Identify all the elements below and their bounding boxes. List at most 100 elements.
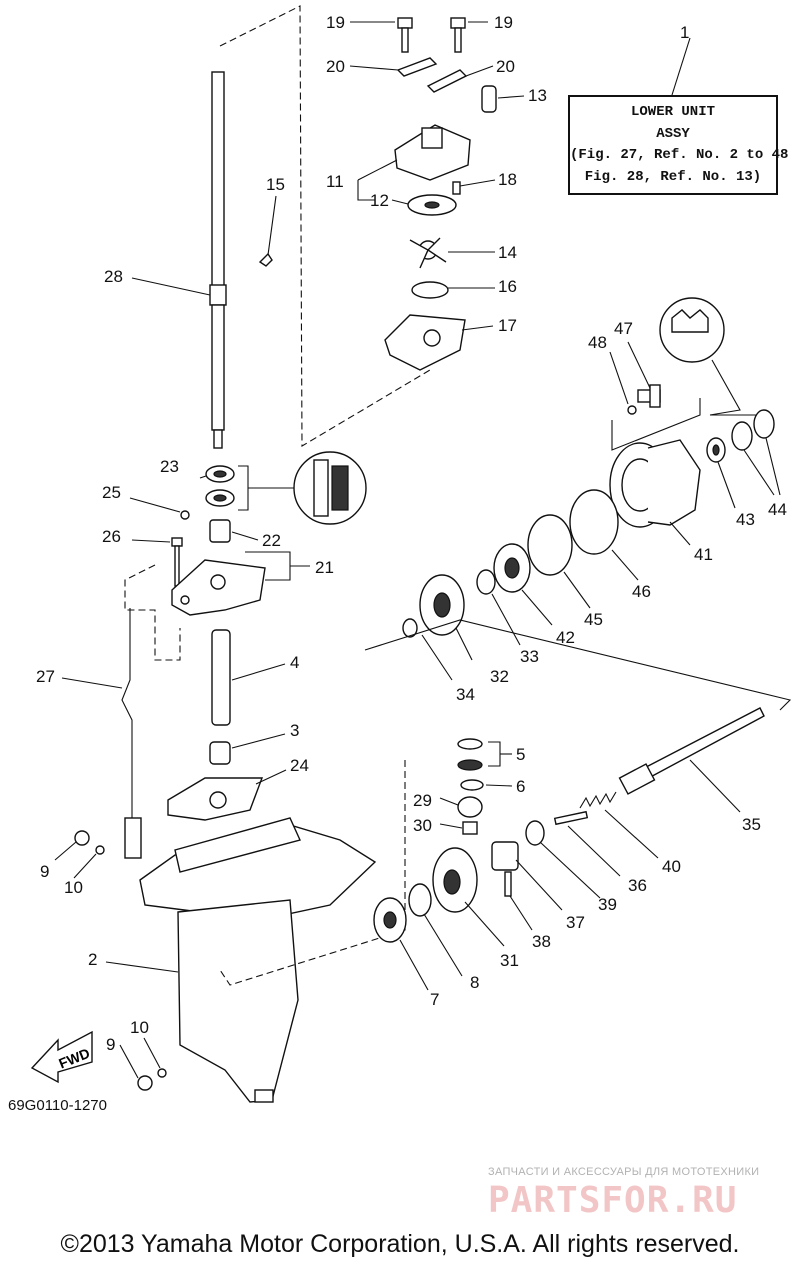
callout-36: 36 [628,876,647,895]
callout-9-upper: 9 [40,862,49,881]
callout-35: 35 [742,815,761,834]
callout-24: 24 [290,756,309,775]
callout-39: 39 [598,895,617,914]
bolt-19-left [397,17,413,53]
callout-19-left: 19 [326,13,345,32]
insert-cartridge-12 [407,194,457,216]
callout-19-right: 19 [494,13,513,32]
drive-shaft-key-15 [258,252,273,267]
bushing-22 [209,519,231,543]
lower-unit-assy-box: LOWER UNIT ASSY (Fig. 27, Ref. No. 2 to … [568,95,789,195]
pin-18 [452,181,461,195]
callout-9-lower: 9 [106,1035,115,1054]
spring-40 [579,791,617,809]
water-tube-4 [211,629,231,726]
assy-subtitle: ASSY [656,125,690,142]
bearing-detail-inset [293,451,367,525]
callout-1: 1 [680,23,689,42]
oil-seal-43 [706,437,726,463]
callout-numbers: 19 19 20 20 13 11 12 18 14 16 17 1 15 28… [36,13,787,1054]
o-ring-16 [411,281,449,299]
clutch-dog-37 [491,841,519,871]
fwd-arrow-icon: FWD [30,1030,93,1084]
callout-30: 30 [413,816,432,835]
callout-21: 21 [315,558,334,577]
callout-18: 18 [498,170,517,189]
bolt-19-right [450,17,466,53]
tapered-roller-bearing-7 [373,897,407,943]
callout-45: 45 [584,610,603,629]
callout-20-left: 20 [326,57,345,76]
spring-39 [525,820,545,846]
ball-bearing-42 [493,543,531,593]
drive-shaft-28 [209,71,227,449]
washer-48 [627,405,637,415]
callout-32: 32 [490,667,509,686]
watermark-brand: PARTSFOR.RU [488,1180,738,1221]
plate-20-left [396,57,438,77]
shim-34 [402,618,418,638]
callout-47: 47 [614,319,633,338]
slider-36 [553,810,589,826]
propeller-shaft-35 [618,707,765,795]
o-ring-25 [180,510,190,520]
callout-14: 14 [498,243,517,262]
callout-5: 5 [516,745,525,764]
callout-33: 33 [520,647,539,666]
callout-3: 3 [290,721,299,740]
outer-plate-cartridge-17 [384,314,466,371]
callout-15: 15 [266,175,285,194]
lubricant-icon-inset [659,297,725,363]
thrust-washer-5 [457,738,483,771]
callout-44: 44 [768,500,787,519]
pin-38 [504,871,512,897]
callout-31: 31 [500,951,519,970]
callout-34: 34 [456,685,475,704]
callout-8: 8 [470,973,479,992]
bolt-26 [171,537,183,587]
leader-lines [54,21,781,1079]
callout-2: 2 [88,950,97,969]
callout-16: 16 [498,277,517,296]
bolt-9-lower [137,1075,153,1091]
impeller-14 [409,237,447,269]
figure-code: 69G0110-1270 [8,1097,107,1114]
reverse-gear-32 [419,574,465,636]
shim-8 [408,883,432,917]
callout-48: 48 [588,333,607,352]
pump-housing-11 [394,124,471,181]
shim-6 [460,779,484,791]
bolt-9-upper [74,830,90,846]
oil-seals-44 [731,409,775,451]
callout-6: 6 [516,777,525,796]
callout-4: 4 [290,653,299,672]
callout-46: 46 [632,582,651,601]
callout-38: 38 [532,932,551,951]
assy-ref-line-1: (Fig. 27, Ref. No. 2 to 48 [570,147,789,164]
callout-10-lower: 10 [130,1018,149,1037]
shim-33 [476,569,496,595]
callout-11: 11 [326,172,344,191]
callout-13: 13 [528,86,547,105]
callout-37: 37 [566,913,585,932]
forward-gear-31 [432,847,478,913]
o-ring-46 [569,489,619,555]
callout-25: 25 [102,483,121,502]
callout-27: 27 [36,667,55,686]
gasket-24 [167,777,264,821]
grommet-13 [481,85,497,113]
o-ring-45 [527,514,573,576]
lower-casing-2 [139,817,377,1103]
pinion-29 [457,796,483,818]
plate-housing-21 [171,559,266,616]
callout-22: 22 [262,531,281,550]
bolt-47 [637,384,661,408]
nut-30 [462,821,478,835]
callout-23: 23 [160,457,179,476]
callout-29: 29 [413,791,432,810]
grommet-3 [209,741,231,765]
watermark-tagline: ЗАПЧАСТИ И АКСЕССУАРЫ ДЛЯ МОТОТЕХНИКИ [488,1166,760,1178]
washer-10-upper [95,845,105,855]
propeller-shaft-housing-41 [609,439,701,528]
